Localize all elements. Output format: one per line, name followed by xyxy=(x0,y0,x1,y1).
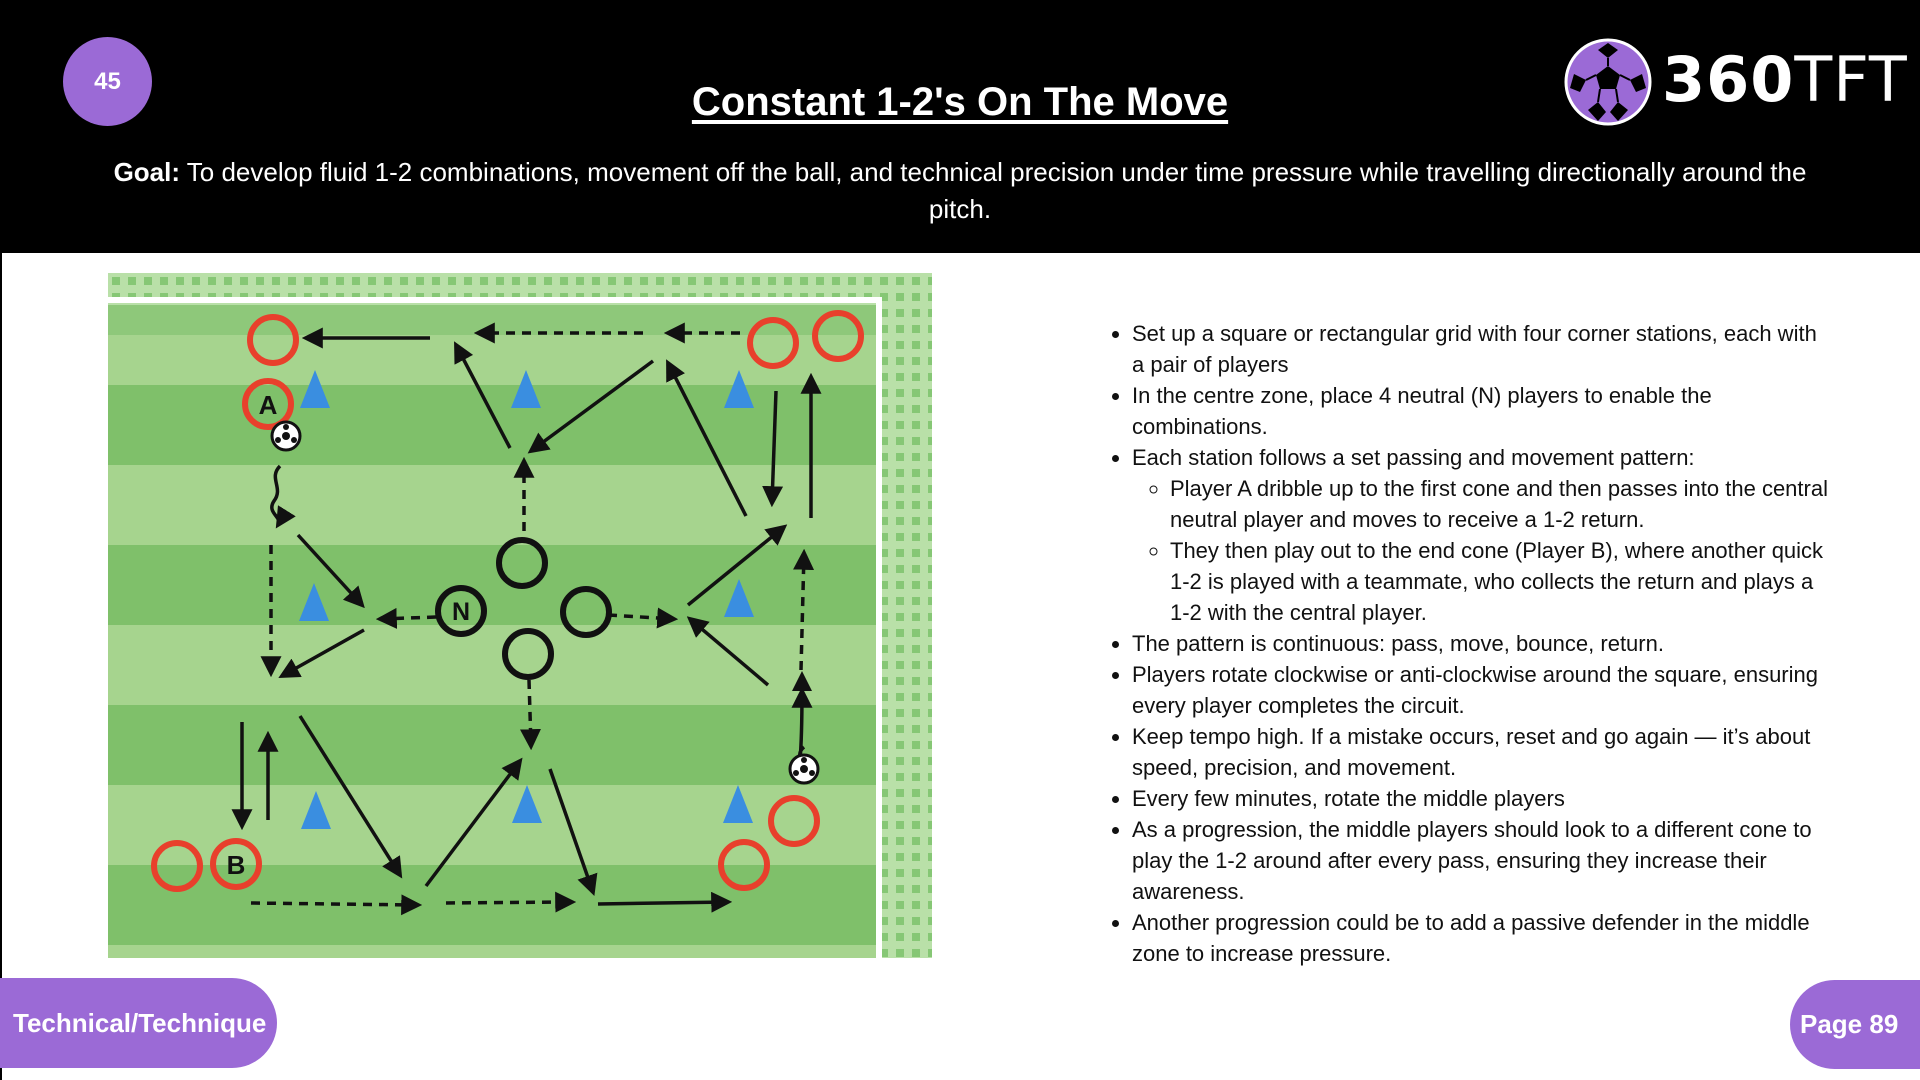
drill-number-badge: 45 xyxy=(63,37,152,126)
svg-text:B: B xyxy=(227,850,246,880)
page-title: Constant 1-2's On The Move xyxy=(691,80,1229,124)
neutral-player-n: N xyxy=(435,585,487,637)
station-rings xyxy=(151,310,864,892)
cones xyxy=(299,370,754,829)
neutral-players xyxy=(496,537,612,680)
movement-arrows xyxy=(250,322,815,916)
soccer-ball-icon xyxy=(270,420,302,452)
list-item: Each station follows a set passing and m… xyxy=(1132,442,1828,628)
brand-logo: 360TFT xyxy=(1562,36,1907,128)
list-item: Keep tempo high. If a mistake occurs, re… xyxy=(1132,721,1828,783)
goal-text: Goal: To develop fluid 1-2 combinations,… xyxy=(100,154,1820,228)
list-item: The pattern is continuous: pass, move, b… xyxy=(1132,628,1828,659)
logo-wordmark: 360TFT xyxy=(1662,43,1908,116)
list-subitem: They then play out to the end cone (Play… xyxy=(1170,535,1828,628)
list-item: Set up a square or rectangular grid with… xyxy=(1132,318,1828,380)
drill-diagram: A B N xyxy=(108,273,932,958)
list-item: Players rotate clockwise or anti-clockwi… xyxy=(1132,659,1828,721)
svg-text:A: A xyxy=(259,390,278,420)
instructions-list: Set up a square or rectangular grid with… xyxy=(1108,318,1828,969)
player-a-station: A xyxy=(242,378,294,430)
list-item: Another progression could be to add a pa… xyxy=(1132,907,1828,969)
left-border-line xyxy=(0,253,2,1080)
soccer-ball-icon xyxy=(788,753,820,785)
goal-label: Goal: xyxy=(113,157,181,187)
soccer-ball-icon xyxy=(1564,38,1652,126)
list-item: Every few minutes, rotate the middle pla… xyxy=(1132,783,1828,814)
svg-text:N: N xyxy=(452,598,470,626)
category-tag: Technical/Technique xyxy=(0,978,277,1068)
list-item: In the centre zone, place 4 neutral (N) … xyxy=(1132,380,1828,442)
page-number-tag: Page 89 xyxy=(1790,980,1920,1069)
list-subitem: Player A dribble up to the first cone an… xyxy=(1170,473,1828,535)
header-bar: 45 Constant 1-2's On The Move Goal: To d… xyxy=(0,0,1920,253)
list-item: As a progression, the middle players sho… xyxy=(1132,814,1828,907)
player-b-station: B xyxy=(210,838,262,890)
pass-arrows xyxy=(231,327,822,913)
pitch-surface xyxy=(108,305,876,958)
goal-description: To develop fluid 1-2 combinations, movem… xyxy=(180,157,1807,224)
